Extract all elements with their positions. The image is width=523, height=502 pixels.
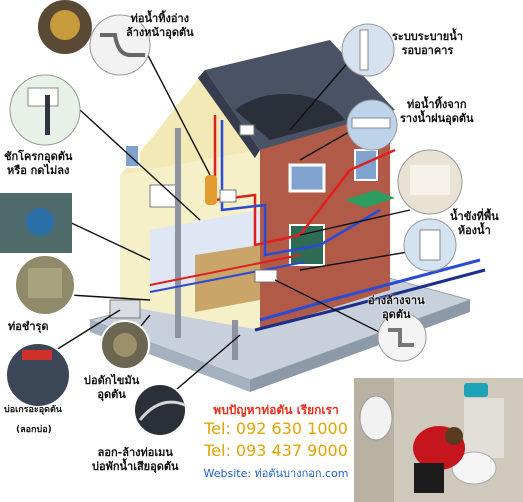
label-grease-trap: บ่อดักไขมัน อุดตัน <box>84 374 139 402</box>
label-building-drain-line2: รอบอาคาร <box>401 44 454 57</box>
label-sink-clog: ท่อน้ำทิ้งอ่าง ล้างหน้าอุดตัน <box>126 12 194 40</box>
detail-photo-main-pipe <box>133 383 187 437</box>
label-gutter-clog-line1: ท่อน้ำทิ้งจาก <box>407 98 467 111</box>
label-gutter-clog: ท่อน้ำทิ้งจาก รางน้ำฝนอุดตัน <box>400 98 474 126</box>
detail-photo-kitchen-sink <box>377 312 427 362</box>
detail-photo-grease-trap <box>100 320 150 370</box>
technician-photo-art <box>354 378 523 502</box>
detail-photo-sink-drain <box>89 14 151 76</box>
label-sink-clog-line1: ท่อน้ำทิ้งอ่าง <box>130 12 189 25</box>
detail-photo-downpipe <box>341 23 395 77</box>
detail-photo-gutter <box>346 99 398 151</box>
label-septic-dredge-sub: (ลอกบ่อ) <box>16 425 52 435</box>
label-sink-clog-line2: ล้างหน้าอุดตัน <box>126 26 194 39</box>
phone-link-1[interactable]: Tel: 092 630 1000 <box>204 419 348 438</box>
label-toilet-clog-line1: ชักโครกอุดตัน <box>4 150 73 163</box>
label-kitchen-sink: อ่างล้างจาน อุดตัน <box>368 294 425 322</box>
detail-photo-broken-pipe <box>14 254 76 316</box>
contact-headline: พบปัญหาท่อตัน เรียกเรา <box>213 403 339 417</box>
label-kitchen-sink-line2: อุดตัน <box>382 308 411 321</box>
detail-photo-bathroom-floor <box>397 149 463 215</box>
label-building-drain-line1: ระบบระบายน้ำ <box>392 30 463 43</box>
detail-photo-septic <box>5 342 71 408</box>
label-grease-trap-line2: อุดตัน <box>97 388 126 401</box>
detail-photo-manhole <box>0 193 72 253</box>
technician-photo <box>354 378 523 502</box>
label-toilet-clog: ชักโครกอุดตัน หรือ กดไม่ลง <box>4 150 72 178</box>
label-septic-dredge: บ่อเกรอะอุดตัน <box>4 405 62 415</box>
label-broken-pipe: ท่อชำรุด <box>8 320 49 333</box>
website-link[interactable]: Website: ท่อตันบางกอก.com <box>203 467 349 480</box>
label-main-pipe: ลอก-ล้างท่อเมน บ่อพักน้ำเสียอุดตัน <box>92 446 179 474</box>
label-floor-water: น้ำขังที่พื้น ห้องน้ำ <box>450 210 499 238</box>
phone-link-2[interactable]: Tel: 093 437 9000 <box>204 441 348 460</box>
detail-photo-toilet <box>9 74 81 146</box>
label-floor-water-line2: ห้องน้ำ <box>457 224 491 237</box>
contact-block: พบปัญหาท่อตัน เรียกเรา Tel: 092 630 1000… <box>196 402 356 482</box>
label-kitchen-sink-line1: อ่างล้างจาน <box>368 294 425 307</box>
label-main-pipe-line2: บ่อพักน้ำเสียอุดตัน <box>92 460 179 473</box>
label-floor-water-line1: น้ำขังที่พื้น <box>450 210 499 223</box>
detail-photo-floor-drain <box>403 218 457 272</box>
label-toilet-clog-line2: หรือ กดไม่ลง <box>7 164 70 177</box>
label-gutter-clog-line2: รางน้ำฝนอุดตัน <box>400 112 474 125</box>
label-grease-trap-line1: บ่อดักไขมัน <box>84 374 140 387</box>
detail-photo-sink <box>36 0 94 56</box>
label-building-drain: ระบบระบายน้ำ รอบอาคาร <box>392 30 463 58</box>
callout-lines <box>39 39 421 396</box>
label-main-pipe-line1: ลอก-ล้างท่อเมน <box>97 446 173 459</box>
